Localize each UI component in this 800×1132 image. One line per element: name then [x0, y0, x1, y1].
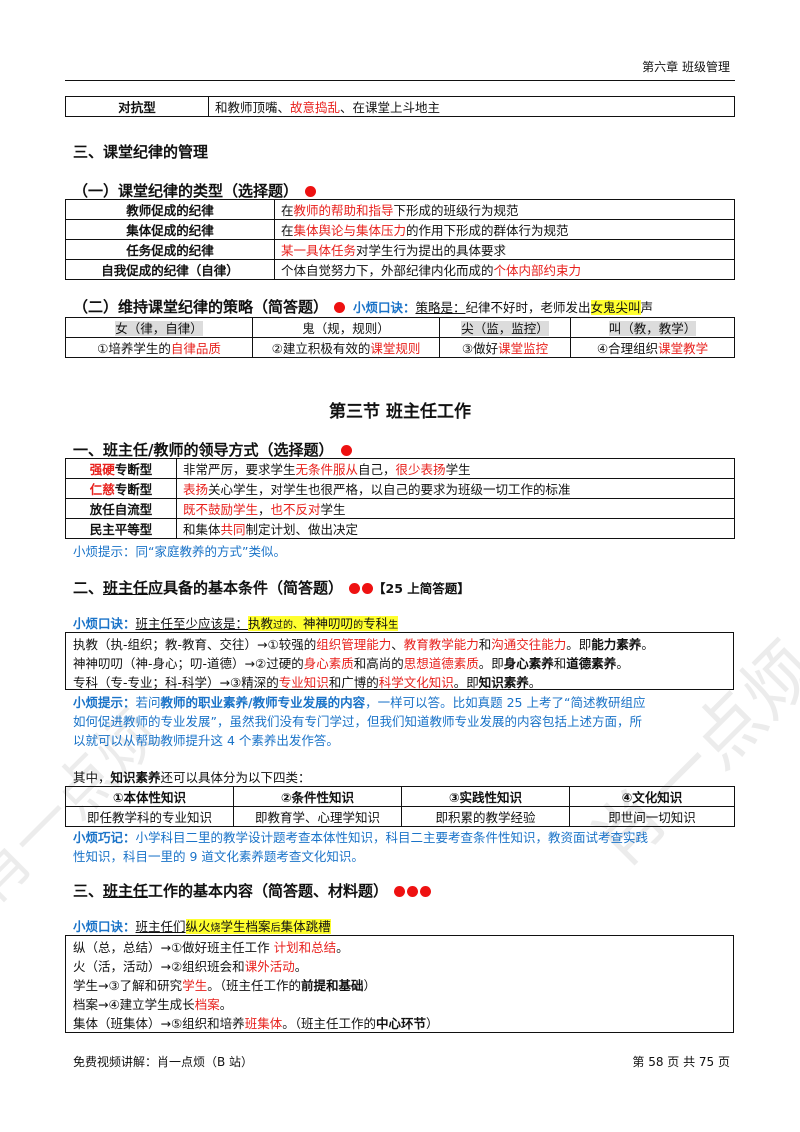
red-dot-icon: [349, 583, 361, 594]
leadership-tip: 小烦提示：同“家庭教养的方式”类似。: [73, 544, 286, 559]
type-desc: 个体自觉努力下，外部纪律内化而成的个体内部约束力: [274, 259, 735, 280]
section-heading: 三、课堂纪律的管理: [73, 143, 209, 161]
discipline-types-table: 教师促成的纪律在教师的帮助和指导下形成的班级行为规范 集体促成的纪律在集体舆论与…: [65, 199, 735, 280]
work-line: 集体（班集体）→⑤组织和培养班集体。（班主任工作的中心环节）: [73, 1016, 439, 1031]
strategy-heading: （二）维持课堂纪律的策略（简答题） 小烦口诀：策略是：纪律不好时，老师发出女鬼尖…: [73, 298, 654, 316]
knowledge-intro: 其中，知识素养还可以具体分为以下四类：: [73, 770, 311, 785]
knowledge-head: ②条件性知识: [233, 786, 402, 807]
red-dot-icon: [340, 445, 352, 456]
red-dot-icon: [407, 886, 419, 897]
work-line: 学生→③了解和研究学生。（班主任工作的前提和基础）: [73, 978, 376, 993]
conditions-box: [65, 632, 734, 690]
style-desc: 既不鼓励学生，也不反对学生: [176, 498, 735, 519]
style-name: 仁慈专断型: [65, 478, 177, 499]
work-line: 档案→④建立学生成长档案。: [73, 997, 233, 1012]
work-box: [65, 935, 734, 1033]
strategy-head: 鬼（规，规则）: [252, 317, 440, 338]
style-desc: 表扬关心学生，对学生也很严格，以自己的要求为班级一切工作的标准: [176, 478, 735, 499]
condition-line: 神神叨叨（神-身心；叨-道德）→②过硬的身心素质和高尚的思想道德素质。即身心素养…: [73, 656, 629, 671]
row-desc: 和教师顶嘴、故意捣乱、在课堂上斗地主: [208, 96, 735, 117]
conditions-note: 小烦提示：若问教师的职业素养/教师专业发展的内容，一样可以答。比如真题 25 上…: [73, 695, 646, 710]
red-dot-icon: [305, 186, 317, 197]
knowledge-cell: 即教育学、心理学知识: [233, 806, 402, 827]
strategy-head: 叫（教，教学）: [570, 317, 735, 338]
style-name: 强硬专断型: [65, 458, 177, 479]
red-dot-icon: [334, 302, 345, 313]
work-mnemonic: 小烦口诀：班主任们纵火烧学生档案后集体跳槽: [73, 919, 331, 934]
header-rule: [65, 80, 735, 81]
type-name: 教师促成的纪律: [65, 199, 275, 220]
style-desc: 和集体共同制定计划、做出决定: [176, 518, 735, 539]
row-label: 对抗型: [65, 96, 209, 117]
knowledge-cell: 即任教学科的专业知识: [65, 806, 234, 827]
work-heading: 三、班主任工作的基本内容（简答题、材料题）: [73, 880, 432, 901]
strategy-head: 尖（监，监控）: [439, 317, 571, 338]
type-name: 集体促成的纪律: [65, 219, 275, 240]
strategy-cell: ①培养学生的自律品质: [65, 337, 253, 358]
knowledge-head: ①本体性知识: [65, 786, 234, 807]
page-number: 第 58 页 共 75 页: [632, 1055, 730, 1069]
knowledge-head: ④文化知识: [569, 786, 735, 807]
strategy-table: 女（律，自律） 鬼（规，规则） 尖（监，监控） 叫（教，教学） ①培养学生的自律…: [65, 317, 735, 358]
red-dot-icon: [420, 886, 432, 897]
style-name: 放任自流型: [65, 498, 177, 519]
section-title: 第三节 班主任工作: [329, 402, 471, 422]
type-name: 自我促成的纪律（自律）: [65, 259, 275, 280]
type-desc: 某一具体任务对学生行为提出的具体要求: [274, 239, 735, 260]
subsection-heading: （一）课堂纪律的类型（选择题）: [73, 180, 317, 201]
knowledge-memo: 小烦巧记：小学科目二里的教学设计题考查本体性知识，科目二主要考查条件性知识，教资…: [73, 830, 649, 845]
leadership-table: 强硬专断型非常严厉，要求学生无条件服从自己，很少表扬学生 仁慈专断型表扬关心学生…: [65, 458, 735, 539]
style-name: 民主平等型: [65, 518, 177, 539]
knowledge-head: ③实践性知识: [401, 786, 570, 807]
work-line: 火（活，活动）→②组织班会和课外活动。: [73, 959, 308, 974]
conditions-mnemonic: 小烦口诀：班主任至少应该是：执教过的、神神叨叨的专科生: [73, 616, 399, 631]
leadership-heading: 一、班主任/教师的领导方式（选择题）: [73, 439, 352, 460]
strategy-cell: ④合理组织课堂教学: [570, 337, 735, 358]
knowledge-cell: 即世间一切知识: [569, 806, 735, 827]
conditions-heading: 二、班主任应具备的基本条件（简答题） 【25 上简答题】: [73, 579, 470, 597]
condition-line: 执教（执-组织；教-教育、交往）→①较强的组织管理能力、教育教学能力和沟通交往能…: [73, 637, 654, 652]
condition-line: 专科（专-专业；科-科学）→③精深的专业知识和广博的科学文化知识。即知识素养。: [73, 675, 542, 690]
top-table: 对抗型 和教师顶嘴、故意捣乱、在课堂上斗地主: [65, 96, 735, 117]
type-name: 任务促成的纪律: [65, 239, 275, 260]
conditions-note: 如何促进教师的专业发展”，虽然我们没有专门学过，但我们知道教师专业发展的内容包括…: [73, 714, 642, 729]
type-desc: 在集体舆论与集体压力的作用下形成的群体行为规范: [274, 219, 735, 240]
chapter-header: 第六章 班级管理: [642, 60, 730, 74]
strategy-cell: ②建立积极有效的课堂规则: [252, 337, 440, 358]
style-desc: 非常严厉，要求学生无条件服从自己，很少表扬学生: [176, 458, 735, 479]
red-dot-icon: [362, 583, 374, 594]
strategy-cell: ③做好课堂监控: [439, 337, 571, 358]
strategy-head: 女（律，自律）: [65, 317, 253, 338]
knowledge-memo: 性知识，科目一里的 9 道文化素养题考查文化知识。: [73, 849, 364, 864]
conditions-note: 以就可以从帮助教师提升这 4 个素养出发作答。: [73, 733, 339, 748]
red-dot-icon: [394, 886, 406, 897]
footer-left: 免费视频讲解：肖一点烦（B 站）: [73, 1055, 254, 1069]
knowledge-table: ①本体性知识 ②条件性知识 ③实践性知识 ④文化知识 即任教学科的专业知识 即教…: [65, 786, 735, 827]
knowledge-cell: 即积累的教学经验: [401, 806, 570, 827]
work-line: 纵（总，总结）→①做好班主任工作 计划和总结。: [73, 940, 349, 955]
type-desc: 在教师的帮助和指导下形成的班级行为规范: [274, 199, 735, 220]
